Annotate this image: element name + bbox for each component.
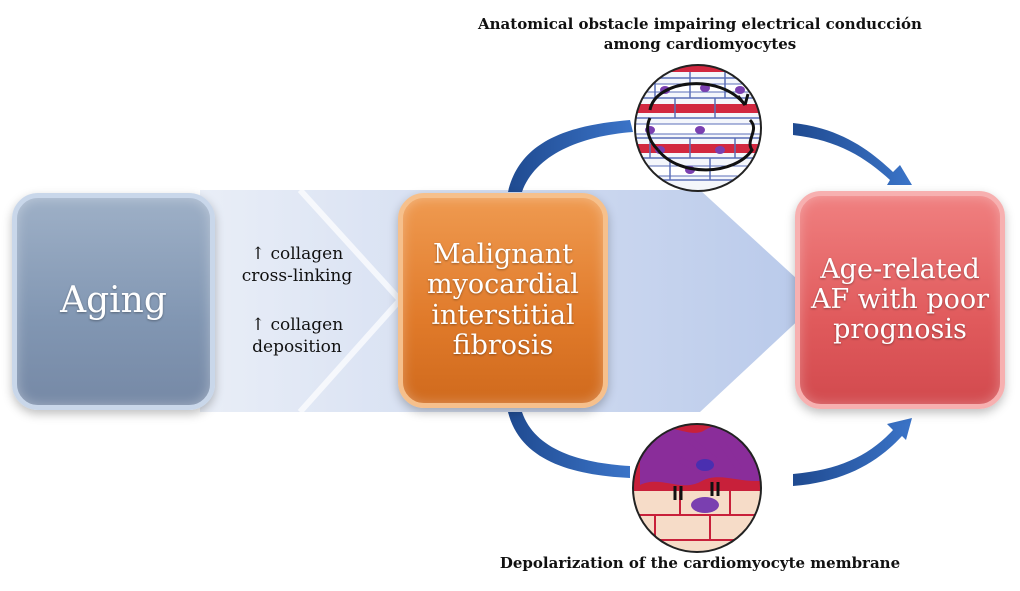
top-curved-arrow [508, 120, 633, 192]
top-caption-line-2: among cardiomyocytes [603, 35, 797, 54]
collagen-crosslinking-label: ↑ collagen cross-linking [222, 243, 372, 287]
bottom-curved-arrow-left [508, 412, 630, 478]
mechanism-line-4: deposition [252, 337, 342, 358]
mechanism-line-1: ↑ collagen [250, 244, 344, 264]
fibrosis-box: Malignant myocardial interstitial fibros… [398, 193, 608, 408]
aging-box: Aging [12, 193, 215, 410]
collagen-deposition-label: ↑ collagen deposition [222, 314, 372, 358]
top-caption: Anatomical obstacle impairing electrical… [420, 14, 980, 55]
top-caption-line-1: Anatomical obstacle impairing electrical… [478, 15, 922, 33]
top-curved-arrow-right [793, 123, 912, 185]
depolarization-illustration [632, 423, 762, 553]
af-outcome-box: Age-related AF with poor prognosis [795, 191, 1005, 409]
reentry-circuit-illustration [634, 64, 762, 192]
bottom-caption: Depolarization of the cardiomyocyte memb… [499, 554, 901, 572]
mechanism-line-3: ↑ collagen [250, 315, 344, 335]
fibrosis-label: Malignant myocardial interstitial fibros… [427, 239, 579, 361]
af-label: Age-related AF with poor prognosis [810, 253, 990, 346]
bottom-curved-arrow-right [793, 418, 912, 486]
mechanism-line-2: cross-linking [241, 266, 353, 287]
aging-label: Aging [60, 280, 167, 322]
